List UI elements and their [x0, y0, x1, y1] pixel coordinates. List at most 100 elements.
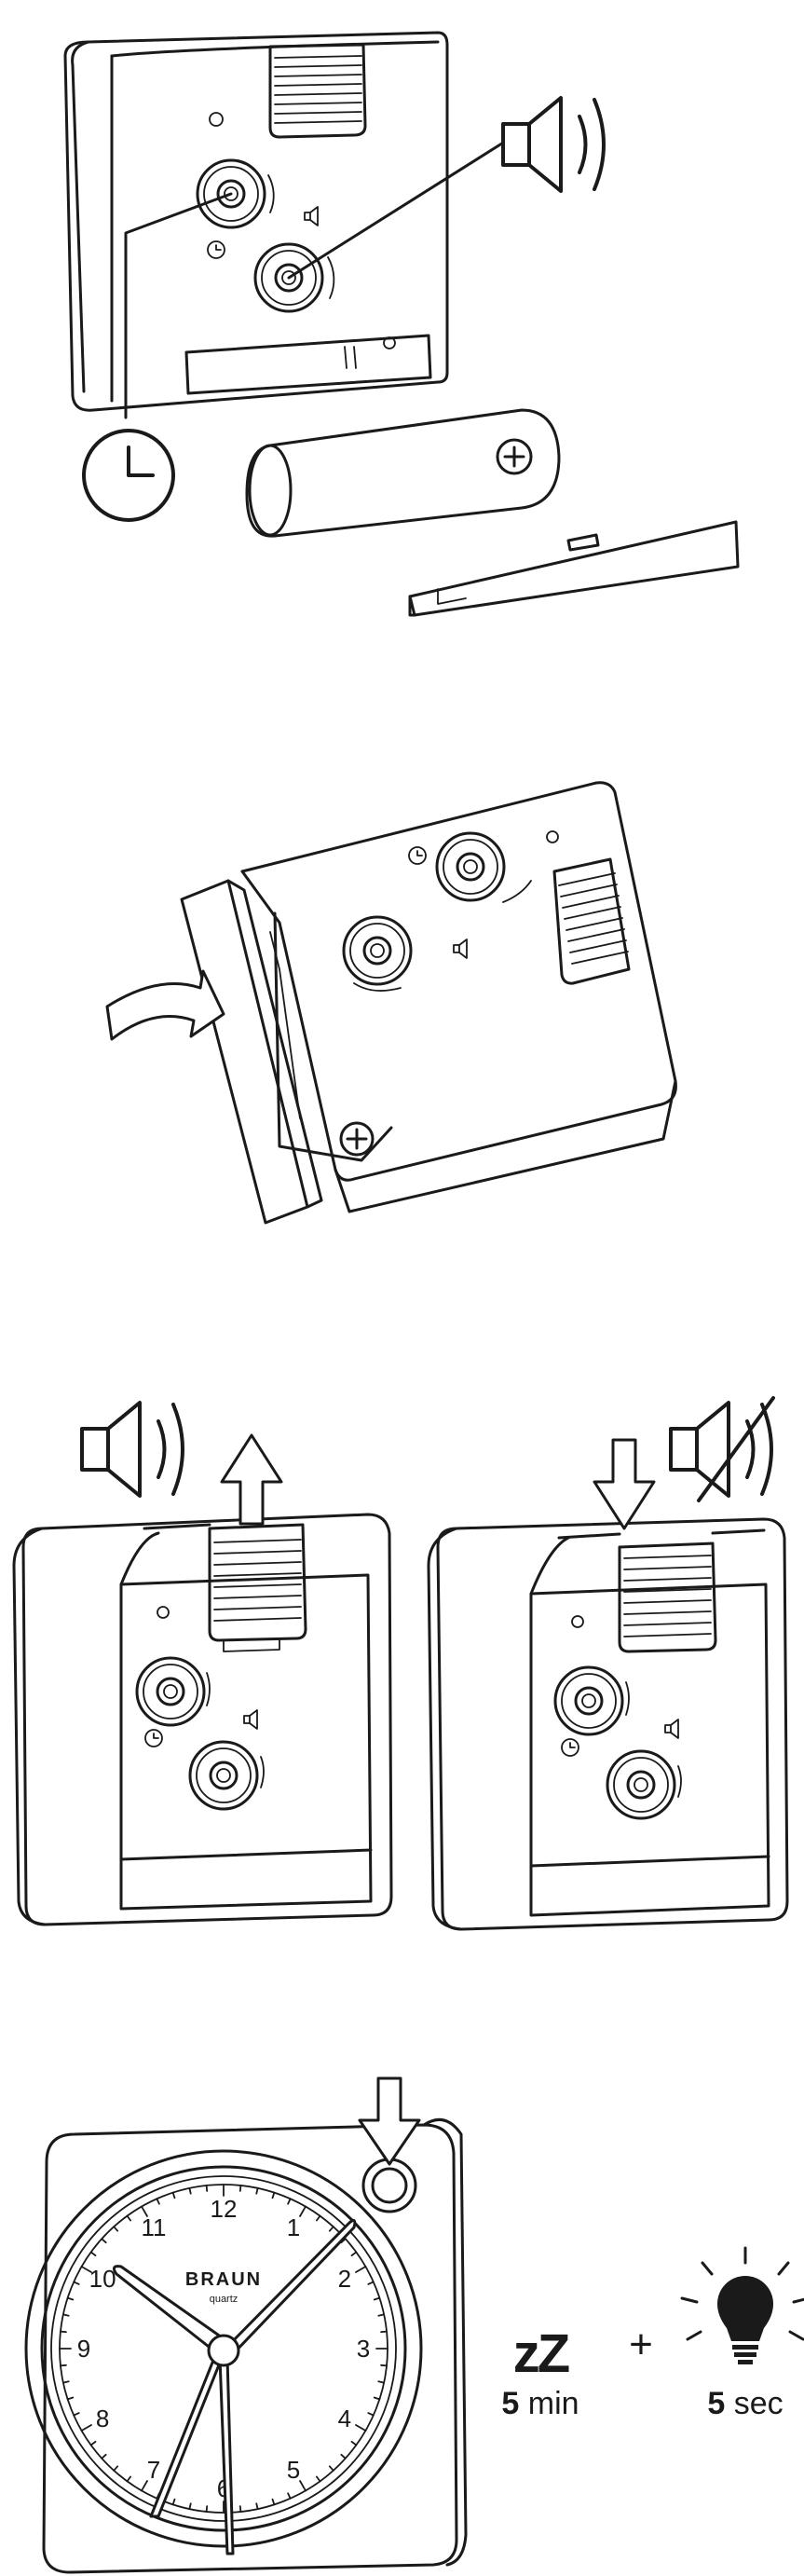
snooze-unit: min [528, 2386, 579, 2421]
light-info: 5 sec [707, 2386, 783, 2421]
second-hand [218, 2356, 235, 2555]
slide-down-arrow [593, 1438, 656, 1530]
panel-battery-insert [63, 31, 740, 617]
snooze-value: 5 [501, 2386, 519, 2421]
dial-tick [328, 2226, 334, 2232]
dial-tick [60, 2364, 67, 2367]
dial-tick [271, 2191, 276, 2199]
dial-tick [101, 2453, 107, 2460]
dial-tick [373, 2396, 381, 2401]
clock-front-view: 121234567891011 BRAUN quartz [24, 2117, 468, 2574]
dial-tick [255, 2186, 259, 2195]
dial-tick [188, 2502, 192, 2511]
dial-tick [255, 2502, 259, 2511]
light-unit: sec [734, 2386, 784, 2421]
dial-tick [287, 2198, 292, 2205]
brand-logo: BRAUN [185, 2269, 262, 2290]
alarm-hand [149, 2351, 225, 2518]
brand-subtitle: quartz [210, 2294, 238, 2305]
dial-tick [61, 2313, 70, 2317]
dial-tick [101, 2238, 107, 2244]
dial-number: 7 [147, 2456, 160, 2484]
dial-tick [60, 2330, 67, 2334]
dial-number: 9 [77, 2335, 90, 2363]
dial-number: 12 [211, 2195, 238, 2223]
close-cover-arrow [105, 969, 225, 1041]
alarm-set-knob[interactable] [253, 242, 335, 313]
press-button-arrow [358, 2076, 421, 2166]
dial-tick [340, 2453, 347, 2460]
snooze-info: zZ 5 min [501, 2323, 579, 2421]
dial-tick [315, 2475, 321, 2483]
dial-tick [156, 2198, 160, 2205]
hour-hand [112, 2265, 233, 2355]
alarm-slider-switch-2 [552, 857, 631, 985]
speaker-icon [501, 96, 606, 193]
dial-ticks [59, 2184, 388, 2514]
clock-back-view-2 [240, 781, 677, 1213]
battery-cover-closing [180, 879, 393, 1225]
dial-number: 10 [89, 2265, 116, 2293]
dial-tick [205, 2185, 209, 2192]
dial-tick [315, 2214, 321, 2222]
snooze-light-button[interactable] [361, 2158, 417, 2213]
clock-alarm-on [12, 1513, 393, 1926]
dial-tick [141, 2205, 148, 2217]
dial-tick [328, 2465, 334, 2472]
aa-battery-icon [245, 408, 561, 538]
dial-tick [238, 2185, 242, 2192]
light-value: 5 [707, 2386, 725, 2421]
clock-dial: 121234567891011 BRAUN quartz [24, 2149, 423, 2555]
alarm-off-speaker-icon [669, 1396, 775, 1502]
dial-tick [271, 2498, 276, 2506]
dial-number: 11 [142, 2213, 167, 2241]
small-clock-icon [207, 240, 225, 259]
dial-tick [367, 2281, 375, 2285]
clock-back-view [63, 31, 449, 412]
light-bulb-icon [680, 2246, 804, 2364]
dial-tick [89, 2440, 97, 2446]
dial-tick [80, 2266, 92, 2273]
dial-tick [89, 2251, 97, 2257]
dial-tick [355, 2424, 367, 2432]
dial-tick [355, 2266, 367, 2273]
dial-tick [126, 2475, 132, 2483]
dial-tick [380, 2364, 388, 2367]
dial-tick [141, 2480, 148, 2492]
callout-time [124, 192, 233, 419]
alarm-on-speaker-icon [80, 1401, 184, 1498]
small-speaker-icon [304, 206, 319, 226]
panel-alarm-switch [12, 1396, 789, 1931]
battery-compartment [184, 334, 432, 395]
dial-tick [377, 2380, 386, 2384]
dial-tick [61, 2380, 70, 2384]
callout-alarm [287, 138, 510, 280]
dial-tick [287, 2492, 292, 2500]
dial-tick [350, 2440, 358, 2446]
dial-tick [205, 2505, 209, 2513]
time-set-knob[interactable] [196, 158, 275, 229]
panel-close-cover [105, 781, 677, 1225]
dial-tick [126, 2214, 132, 2222]
dial-tick [367, 2412, 375, 2417]
dial-tick [73, 2412, 80, 2417]
svg-text:5 min: 5 min [501, 2386, 579, 2421]
dial-tick [373, 2296, 381, 2301]
dial-number: 1 [287, 2213, 300, 2241]
dial-tick [380, 2330, 388, 2334]
dial-tick [299, 2480, 307, 2492]
alarm-slider-down[interactable] [618, 1541, 717, 1653]
dial-tick [377, 2313, 386, 2317]
dial-number: 2 [338, 2265, 351, 2293]
battery-cover [408, 520, 740, 617]
dial-number: 4 [338, 2405, 351, 2432]
snooze-symbol: zZ [513, 2323, 569, 2384]
dial-number: 5 [287, 2456, 300, 2484]
dial-tick [171, 2498, 176, 2506]
dial-tick [66, 2296, 75, 2301]
alarm-slider-switch[interactable] [268, 43, 367, 139]
alarm-slider-up[interactable] [208, 1523, 307, 1652]
dial-tick [66, 2396, 75, 2401]
dial-tick [299, 2205, 307, 2217]
dial-tick [113, 2226, 119, 2232]
